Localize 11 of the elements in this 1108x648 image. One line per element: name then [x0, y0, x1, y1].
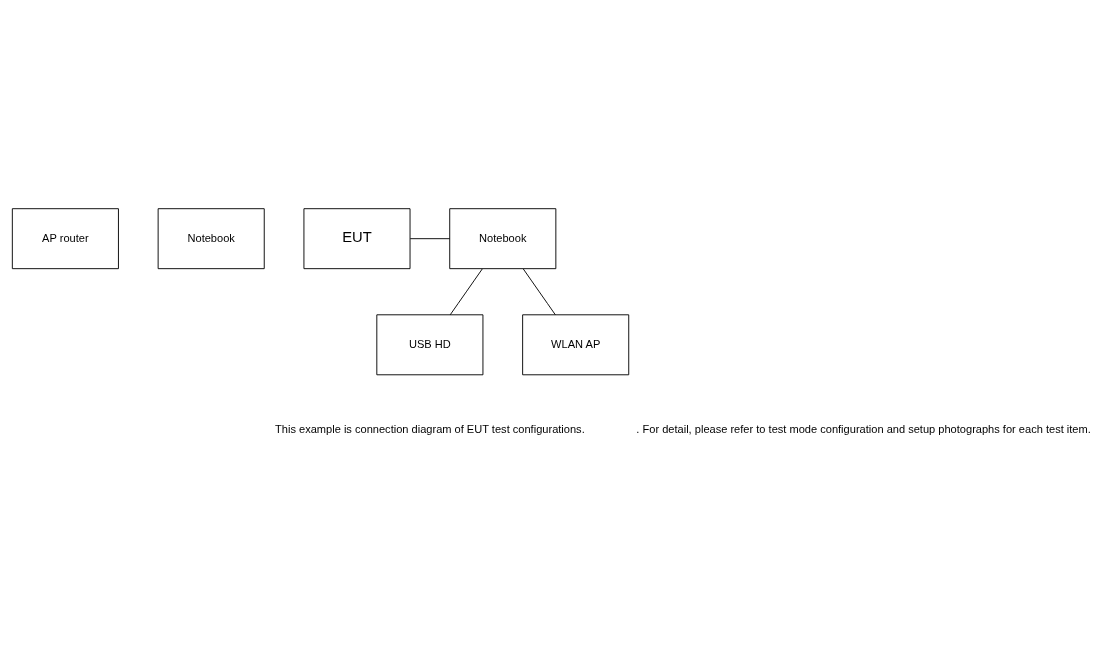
label: This example is connection diagram of EUT test configurations.	[275, 422, 585, 435]
connector	[449, 267, 483, 315]
node-box: USB HD	[376, 313, 484, 375]
node-box: WLAN AP	[522, 313, 630, 375]
node-box: Notebook	[449, 207, 557, 269]
label: . For detail, please refer to test mode configuration and setup photographs for each test item.	[636, 422, 1091, 435]
connector	[409, 237, 451, 239]
node-box: Notebook	[157, 207, 265, 269]
connector	[522, 267, 556, 315]
node-box: EUT	[303, 207, 411, 269]
node-box: AP router	[11, 207, 119, 269]
